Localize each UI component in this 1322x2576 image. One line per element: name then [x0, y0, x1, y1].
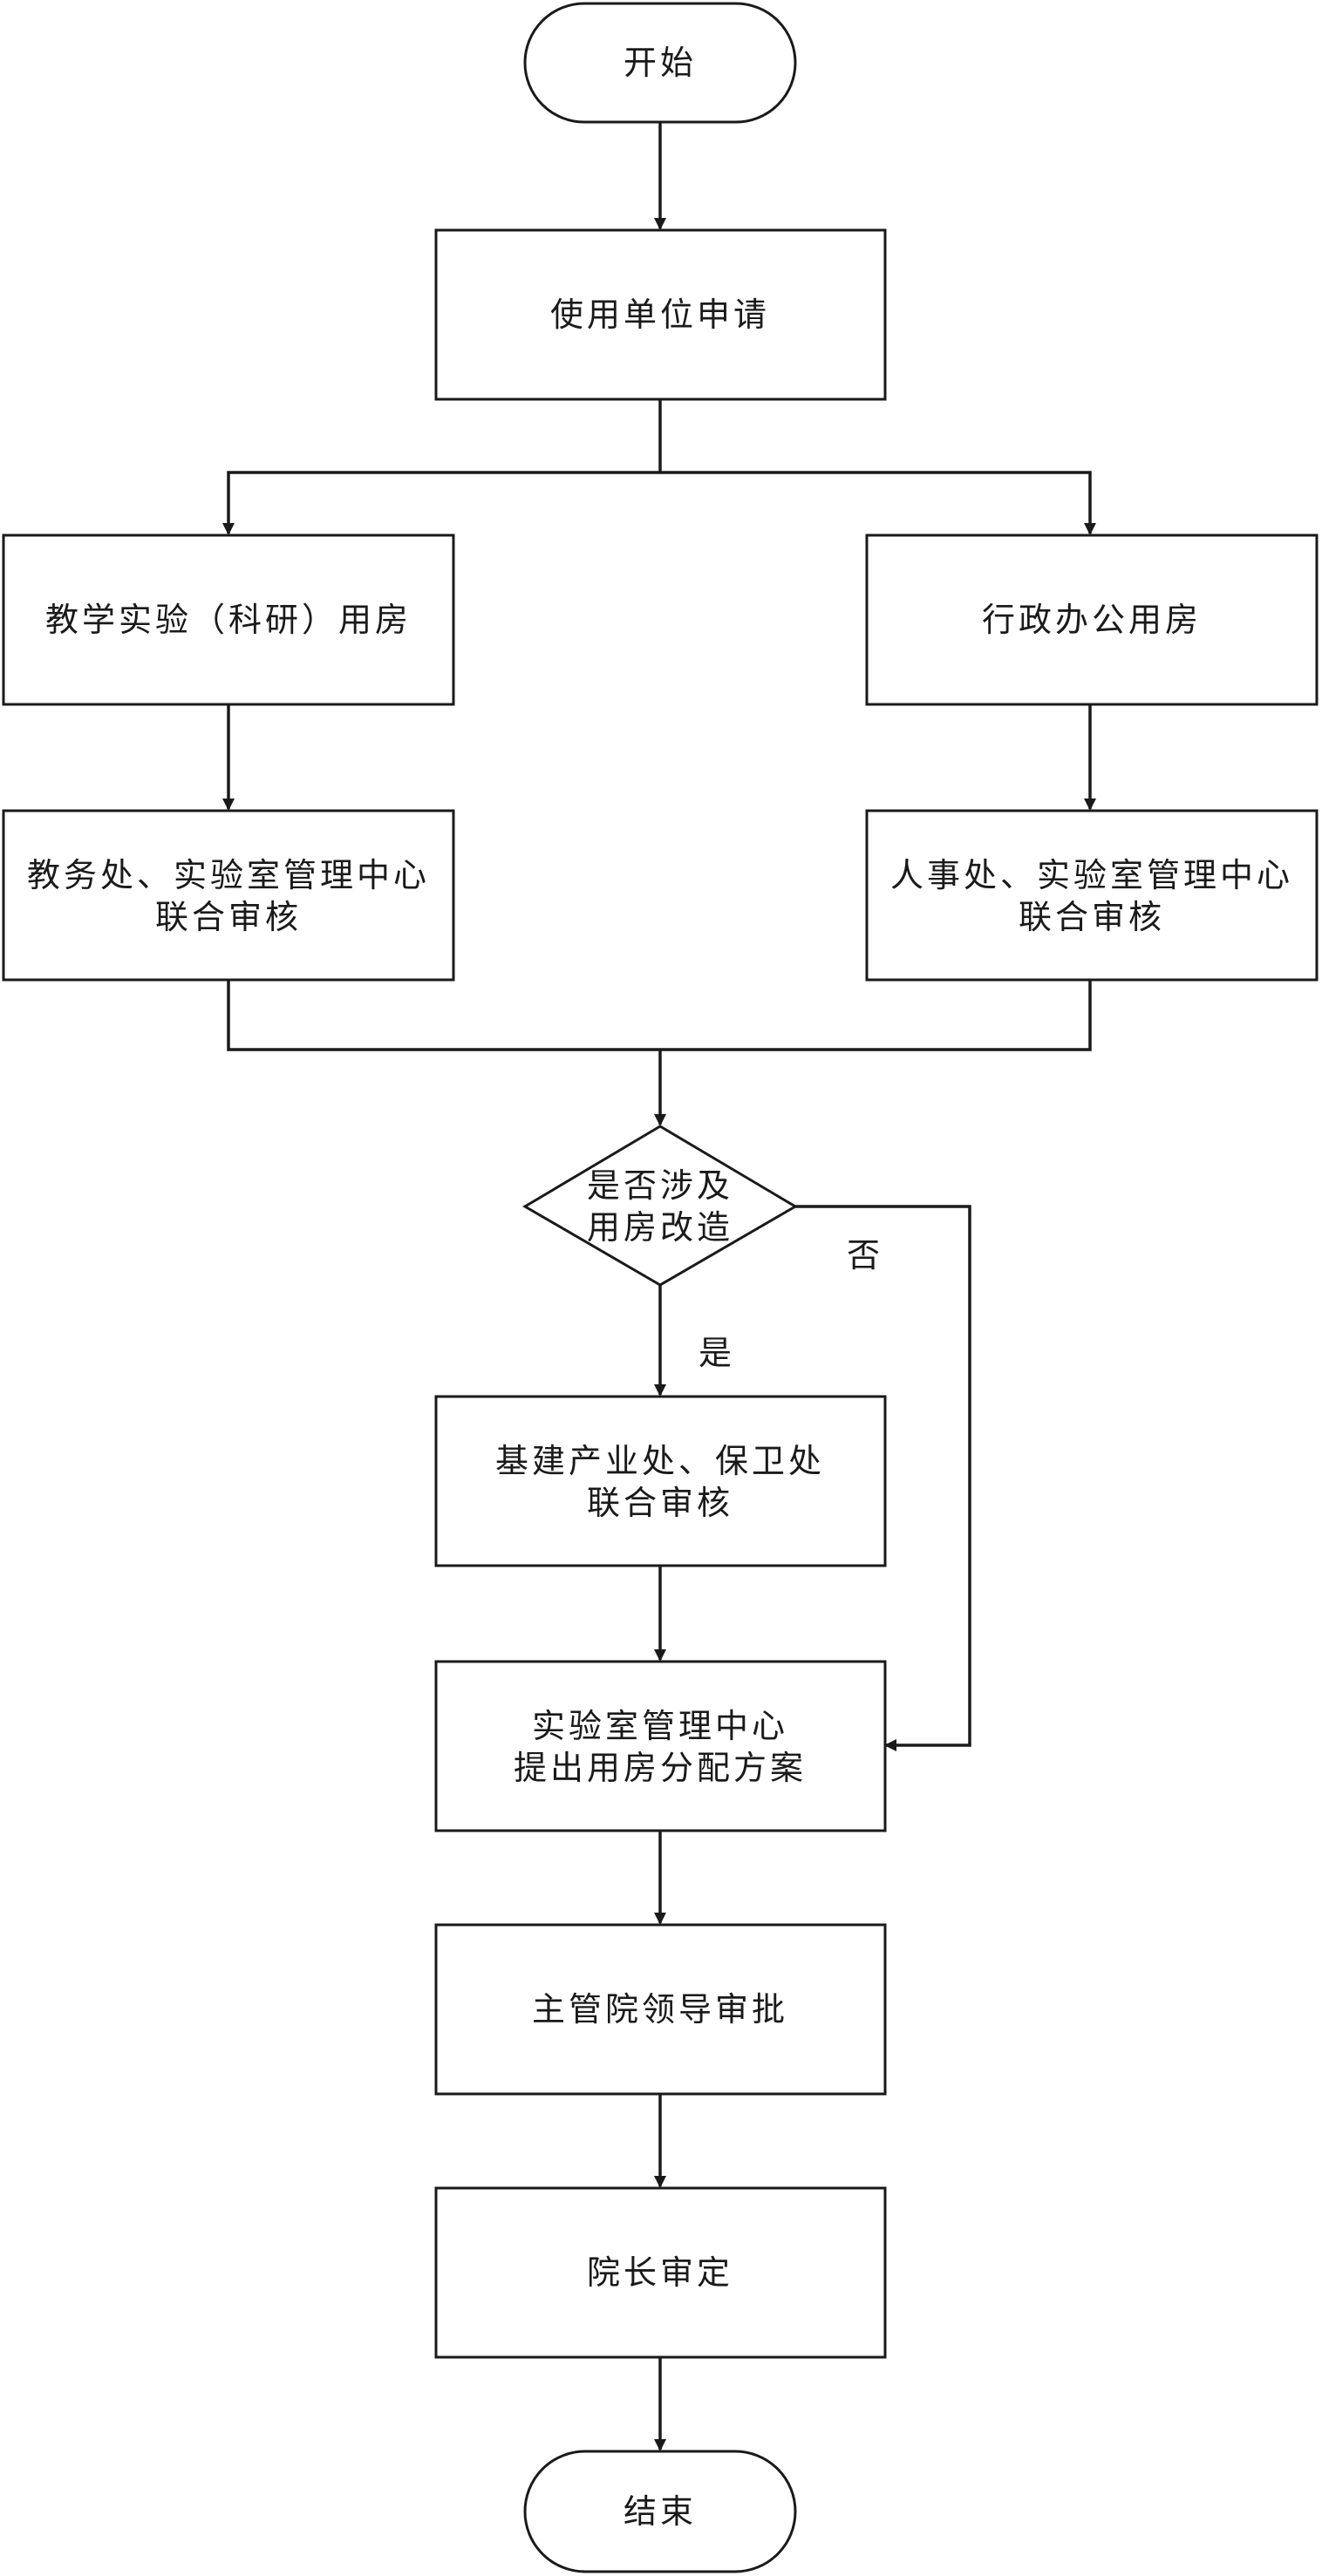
node-president-decision-label: 院长审定 — [587, 2253, 733, 2292]
node-allocation-plan-line2: 提出用房分配方案 — [514, 1749, 807, 1787]
node-allocation-plan-line1: 实验室管理中心 — [532, 1707, 788, 1745]
node-start: 开始 — [523, 2, 797, 124]
edge-decision-no — [795, 1205, 971, 1751]
node-allocation-plan: 实验室管理中心 提出用房分配方案 — [434, 1660, 887, 1832]
node-teaching-review-line1: 教务处、实验室管理中心 — [27, 856, 430, 894]
node-admin-review-line2: 联合审核 — [1019, 898, 1165, 936]
node-end: 结束 — [523, 2450, 797, 2573]
node-construction-review: 基建产业处、保卫处 联合审核 — [434, 1395, 887, 1567]
node-end-label: 结束 — [624, 2492, 697, 2531]
node-start-label: 开始 — [624, 44, 697, 82]
node-teaching-room-label: 教学实验（科研）用房 — [45, 601, 412, 639]
node-construction-review-line2: 联合审核 — [587, 1484, 733, 1522]
node-teaching-room: 教学实验（科研）用房 — [2, 534, 455, 706]
node-decision-line1: 是否涉及 — [587, 1166, 733, 1205]
node-construction-review-line1: 基建产业处、保卫处 — [495, 1442, 825, 1480]
node-admin-review: 人事处、实验室管理中心 联合审核 — [865, 809, 1319, 982]
node-admin-room-label: 行政办公用房 — [982, 601, 1202, 639]
edge-yes-label: 是 — [698, 1334, 735, 1372]
edge-split-to-teaching — [222, 471, 660, 535]
node-decision-line2: 用房改造 — [587, 1208, 733, 1247]
edge-split-to-admin — [660, 471, 1096, 535]
node-teaching-review: 教务处、实验室管理中心 联合审核 — [2, 809, 455, 982]
node-leader-approval-label: 主管院领导审批 — [532, 1990, 788, 2029]
connectors — [222, 122, 1096, 2451]
node-decision: 是否涉及 用房改造 — [522, 1125, 798, 1287]
node-leader-approval: 主管院领导审批 — [434, 1923, 887, 2096]
node-admin-room: 行政办公用房 — [865, 534, 1319, 706]
node-admin-review-line1: 人事处、实验室管理中心 — [890, 856, 1293, 894]
edge-reviews-merge — [227, 980, 1092, 1051]
node-apply: 使用单位申请 — [434, 228, 887, 401]
node-apply-label: 使用单位申请 — [550, 296, 770, 334]
node-teaching-review-line2: 联合审核 — [155, 898, 302, 936]
node-president-decision: 院长审定 — [434, 2186, 887, 2359]
edge-no-label: 否 — [847, 1236, 883, 1274]
